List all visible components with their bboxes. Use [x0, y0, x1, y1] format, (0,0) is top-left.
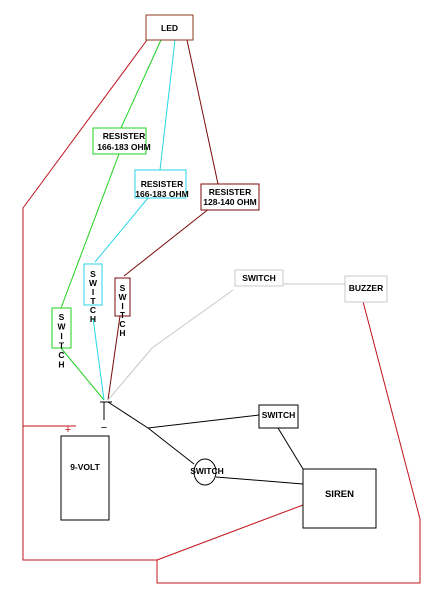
buzzer-label: BUZZER — [349, 283, 383, 293]
wire-black-switch-box-siren — [277, 427, 304, 470]
resister-green-box — [92, 127, 147, 155]
siren-box — [302, 468, 377, 529]
siren-label: SIREN — [325, 489, 354, 500]
wire-maroon-resister-switch — [123, 207, 211, 277]
wire-red-led-to-loop — [22, 39, 421, 584]
switch-green-box — [51, 307, 72, 349]
buzzer-box — [344, 275, 388, 303]
wire-black-to-switch-oval — [147, 427, 195, 465]
resister-green-label-2: 166-183 OHM — [97, 142, 150, 152]
wire-cyan-switch-junction — [92, 317, 105, 401]
wire-red-siren-to-bottom — [156, 504, 304, 561]
wire-maroon-switch-junction — [107, 315, 121, 401]
wire-green-resister-switch — [60, 153, 120, 309]
wire-black-switch-oval-siren — [215, 476, 304, 485]
wires — [22, 39, 421, 584]
switch-oval — [193, 458, 217, 486]
resister-cyan-box — [134, 169, 187, 199]
led-box — [145, 14, 194, 41]
battery-box — [60, 435, 110, 521]
battery-minus-sign: − — [101, 422, 107, 434]
resister-cyan-label-1: RESISTER — [141, 179, 184, 189]
switch-buzzer-label: SWITCH — [242, 273, 276, 283]
wire-black-to-switch-box — [107, 401, 260, 429]
switch-siren-label: SWITCH — [262, 410, 296, 420]
battery-label: 9-VOLT — [70, 462, 100, 472]
wire-cyan-led-resister — [159, 39, 176, 171]
battery-plus-sign: + — [65, 424, 71, 436]
wire-gray-junction-switch — [107, 289, 234, 401]
wire-green-switch-junction — [60, 347, 105, 401]
switch-cyan-box — [83, 263, 103, 306]
resister-maroon-label-1: RESISTER — [209, 187, 252, 197]
resister-maroon-box — [200, 183, 260, 211]
resister-cyan-label-2: 166-183 OHM — [135, 189, 188, 199]
resister-green-label-1: RESISTER — [103, 131, 146, 141]
wire-green-led-resister — [120, 39, 162, 129]
switch-maroon-box — [114, 277, 131, 317]
switch-oval-label: SWITCH — [190, 466, 224, 476]
resister-maroon-label-2: 128-140 OHM — [203, 197, 256, 207]
switch-siren-box — [258, 404, 299, 429]
wire-cyan-resister-switch — [94, 197, 149, 263]
led-label: LED — [161, 23, 178, 33]
wire-maroon-led-resister — [186, 39, 219, 185]
switch-buzzer-box — [234, 269, 284, 287]
